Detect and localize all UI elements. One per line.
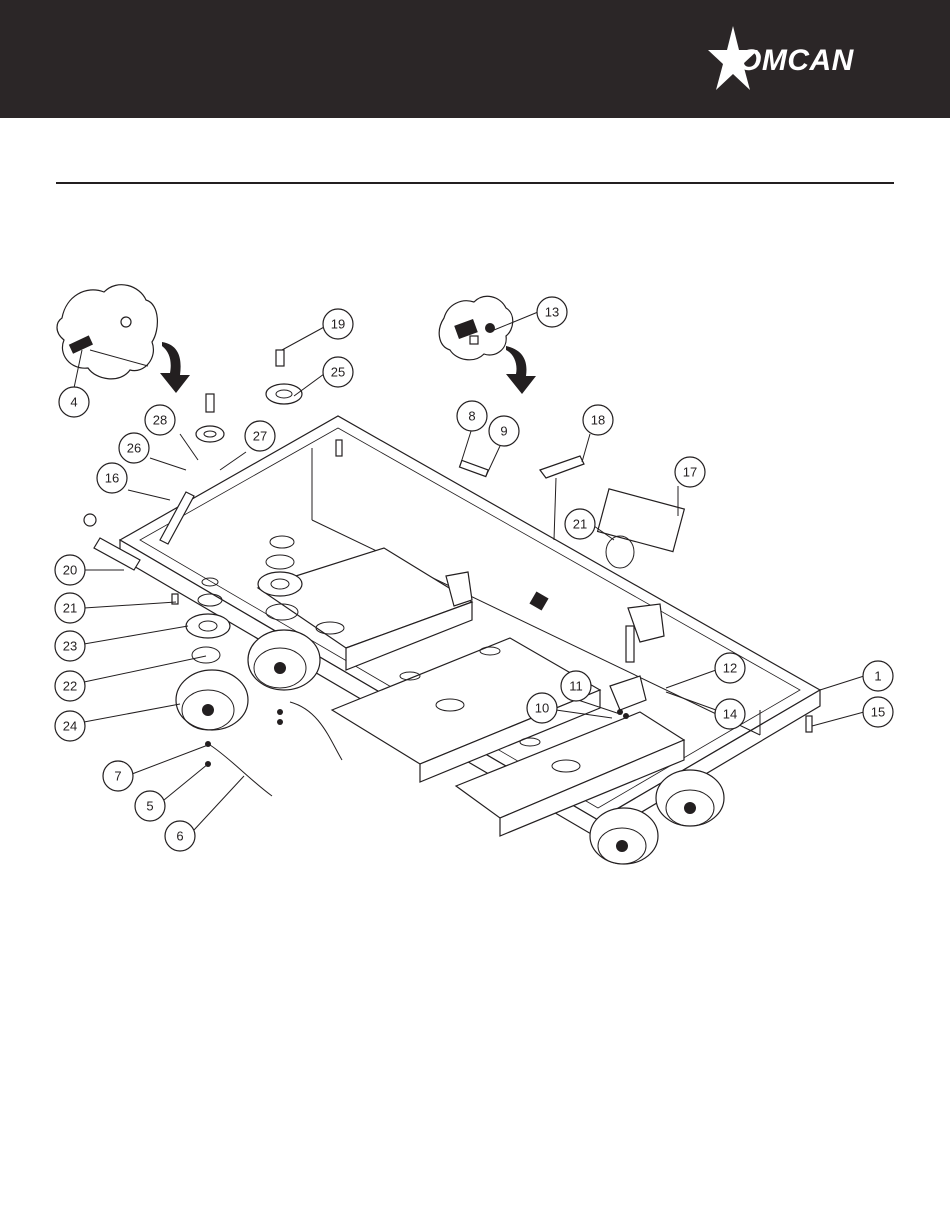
svg-text:21: 21	[63, 601, 77, 616]
callout-1: 1	[863, 661, 893, 691]
svg-text:28: 28	[153, 413, 167, 428]
svg-text:18: 18	[591, 413, 605, 428]
callout-8: 8	[457, 401, 487, 431]
svg-text:9: 9	[500, 424, 507, 439]
svg-text:8: 8	[468, 409, 475, 424]
callout-27: 27	[245, 421, 275, 451]
svg-text:5: 5	[146, 799, 153, 814]
callout-15: 15	[863, 697, 893, 727]
svg-text:22: 22	[63, 679, 77, 694]
callout-11: 11	[561, 671, 591, 701]
svg-text:27: 27	[253, 429, 267, 444]
callout-25: 25	[323, 357, 353, 387]
callout-6: 6	[165, 821, 195, 851]
callout-22: 22	[55, 671, 85, 701]
svg-text:23: 23	[63, 639, 77, 654]
svg-text:1: 1	[874, 669, 881, 684]
svg-text:26: 26	[127, 441, 141, 456]
brand-name: OMCAN	[738, 46, 854, 76]
svg-text:7: 7	[114, 769, 121, 784]
fan-motor-4	[590, 808, 658, 864]
svg-text:17: 17	[683, 465, 697, 480]
svg-text:6: 6	[176, 829, 183, 844]
callout-28: 28	[145, 405, 175, 435]
down-arrow-left	[160, 342, 190, 393]
svg-text:4: 4	[70, 395, 77, 410]
fan-motor-1	[248, 630, 320, 690]
svg-text:21: 21	[573, 517, 587, 532]
callout-19: 19	[323, 309, 353, 339]
callout-5: 5	[135, 791, 165, 821]
svg-text:10: 10	[535, 701, 549, 716]
callout-16: 16	[97, 463, 127, 493]
fan-motor-2	[176, 670, 248, 730]
callout-13: 13	[537, 297, 567, 327]
callout-26: 26	[119, 433, 149, 463]
svg-text:15: 15	[871, 705, 885, 720]
callout-12: 12	[715, 653, 745, 683]
page-header: OMCAN	[0, 0, 950, 118]
down-arrow-right	[506, 346, 536, 394]
svg-text:16: 16	[105, 471, 119, 486]
omcan-logo: OMCAN	[708, 24, 898, 96]
svg-text:19: 19	[331, 317, 345, 332]
callout-7: 7	[103, 761, 133, 791]
callout-17: 17	[675, 457, 705, 487]
callout-4: 4	[59, 387, 89, 417]
svg-text:24: 24	[63, 719, 77, 734]
callout-10: 10	[527, 693, 557, 723]
svg-text:14: 14	[723, 707, 737, 722]
svg-text:20: 20	[63, 563, 77, 578]
fan-motor-3	[656, 770, 724, 826]
callout-14: 14	[715, 699, 745, 729]
callout-9: 9	[489, 416, 519, 446]
callout-23: 23	[55, 631, 85, 661]
detail-bubble-right	[439, 296, 513, 359]
header-rule	[56, 182, 894, 184]
callout-24: 24	[55, 711, 85, 741]
exploded-parts-diagram: 4 19 13 25 28 27 8 9 18 26 16 17 21 20 2…	[0, 260, 950, 880]
callout-18: 18	[583, 405, 613, 435]
svg-text:12: 12	[723, 661, 737, 676]
callout-21-lower: 21	[55, 593, 85, 623]
svg-text:13: 13	[545, 305, 559, 320]
detail-bubble-left	[57, 285, 157, 379]
callout-21-upper: 21	[565, 509, 595, 539]
svg-text:11: 11	[569, 679, 583, 694]
callout-20: 20	[55, 555, 85, 585]
svg-text:25: 25	[331, 365, 345, 380]
